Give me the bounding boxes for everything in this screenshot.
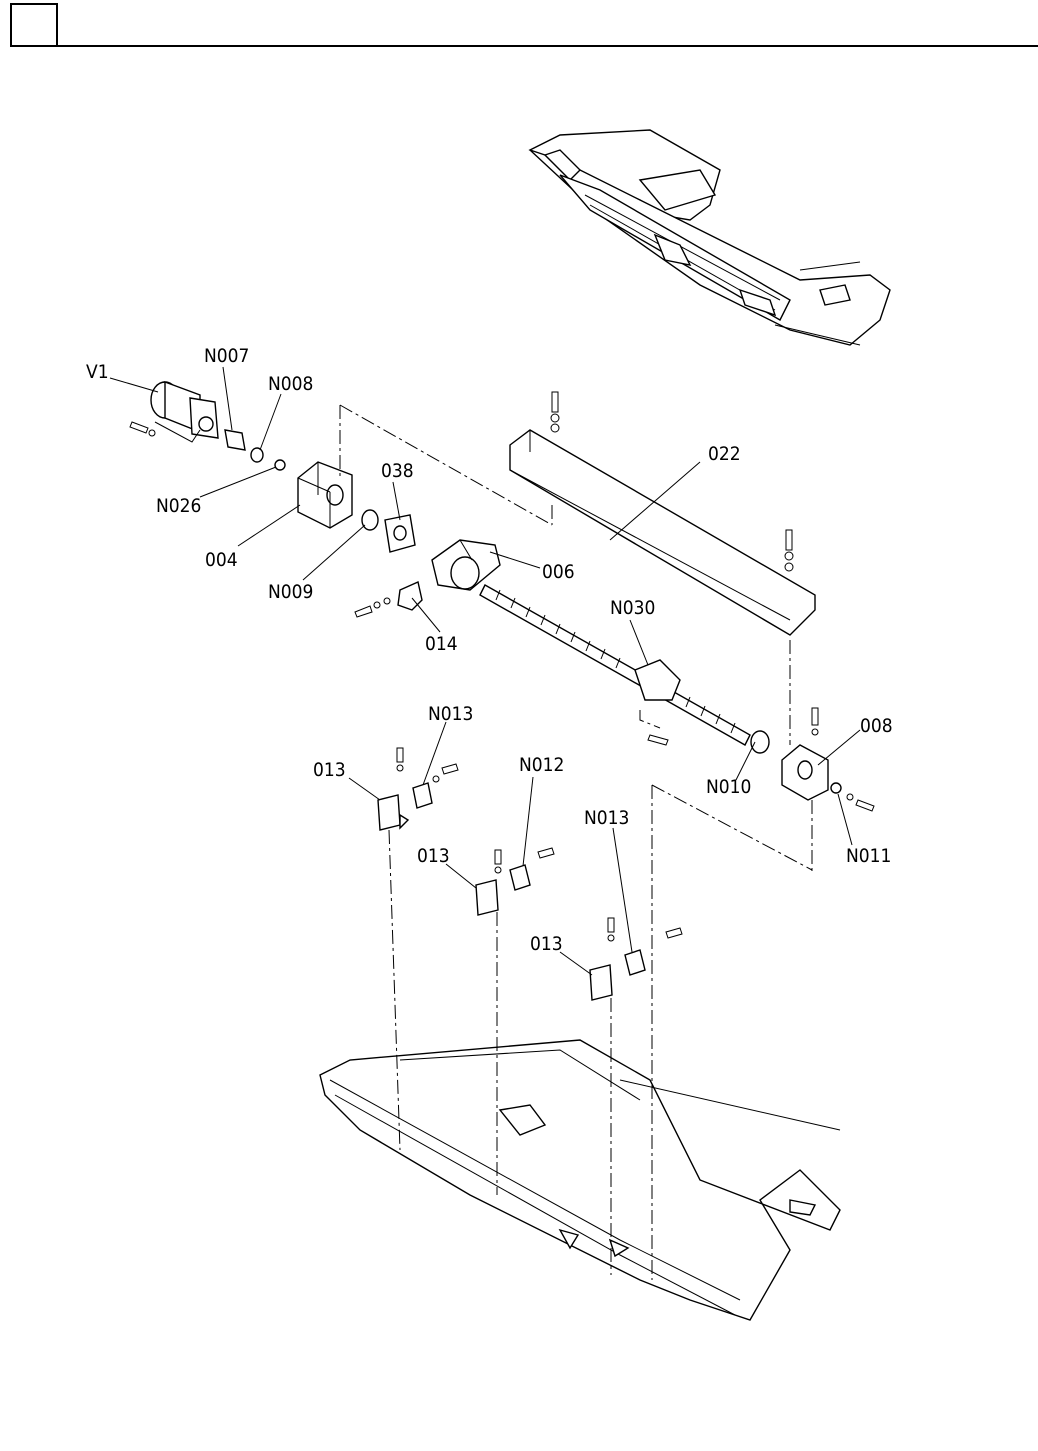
label-n011: N011 — [846, 845, 891, 867]
overview-assembly — [530, 130, 890, 345]
housing-006 — [432, 540, 500, 590]
motor-v1 — [130, 382, 285, 470]
label-n008: N008 — [268, 373, 313, 395]
label-n026: N026 — [156, 495, 201, 517]
label-038: 038 — [381, 460, 414, 482]
sensor-set-b — [476, 848, 554, 915]
label-n009: N009 — [268, 581, 313, 603]
sensor-set-c — [590, 918, 682, 1000]
label-013-c: 013 — [530, 933, 563, 955]
label-013-a: 013 — [313, 759, 346, 781]
bearing-and-plate — [362, 510, 415, 552]
label-008: 008 — [860, 715, 893, 737]
label-n030: N030 — [610, 597, 655, 619]
bracket-004 — [298, 462, 352, 528]
label-n007: N007 — [204, 345, 249, 367]
label-n013-a: N013 — [428, 703, 473, 725]
sensor-bracket-014 — [355, 582, 422, 617]
label-006: 006 — [542, 561, 575, 583]
label-n012: N012 — [519, 754, 564, 776]
label-n010: N010 — [706, 776, 751, 798]
label-022: 022 — [708, 443, 741, 465]
sensor-set-a — [378, 748, 458, 830]
cover-022 — [510, 392, 815, 635]
label-014: 014 — [425, 633, 458, 655]
label-004: 004 — [205, 549, 238, 571]
label-v1: V1 — [86, 361, 109, 383]
label-013-b: 013 — [417, 845, 450, 867]
label-n013-b: N013 — [584, 807, 629, 829]
